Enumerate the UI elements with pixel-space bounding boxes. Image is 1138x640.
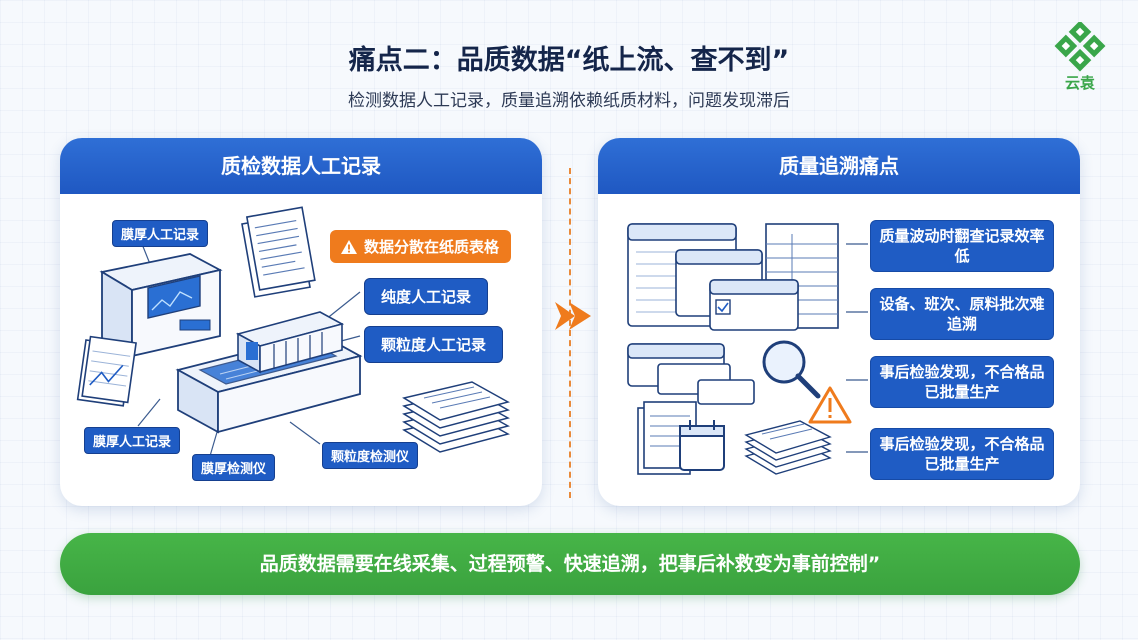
traceability-illustration: 质量波动时翻查记录效率低 设备、班次、原料批次难追溯 事后检验发现，不合格品已批… — [598, 194, 1080, 506]
calendar-icon — [679, 420, 725, 471]
film-thickness-instrument — [99, 253, 223, 358]
label-purity-record: 纯度人工记录 — [364, 278, 489, 315]
manual-record-illustration: 膜厚人工记录 数据分散在纸质表格 纯度人工记录 颗粒度人工记录 膜厚人工记录 膜… — [60, 194, 542, 506]
chevron-right-icon — [555, 302, 591, 330]
page-title: 痛点二：品质数据“纸上流、查不到” — [348, 45, 790, 76]
label-granularity-instrument: 颗粒度检测仪 — [322, 442, 419, 469]
label-film-record-top: 膜厚人工记录 — [112, 220, 209, 247]
clipboard-chart-icon — [76, 335, 137, 407]
label-granularity-record: 颗粒度人工记录 — [364, 326, 504, 363]
page-subtitle: 检测数据人工记录，质量追溯依赖纸质材料，问题发现滞后 — [348, 91, 790, 111]
paper-stack-icon — [744, 420, 832, 475]
pain-point-late-detection: 事后检验发现，不合格品已批量生产 — [870, 356, 1054, 408]
manual-record-panel-title: 质检数据人工记录 — [60, 138, 542, 194]
warning-icon — [808, 386, 852, 424]
granularity-instrument — [175, 311, 363, 434]
traceability-panel-title: 质量追溯痛点 — [598, 138, 1080, 194]
warning-paper-scattered: 数据分散在纸质表格 — [330, 230, 512, 263]
instrument-scene — [76, 206, 510, 457]
warning-text: 数据分散在纸质表格 — [364, 238, 500, 256]
warning-icon — [341, 239, 357, 254]
conclusion-banner: 品质数据需要在线采集、过程预警、快速追溯，把事后补救变为事前控制” — [60, 533, 1080, 595]
pain-point-late-detection-2: 事后检验发现，不合格品已批量生产 — [870, 428, 1054, 480]
manual-record-panel: 质检数据人工记录 — [60, 138, 542, 506]
label-film-instrument: 膜厚检测仪 — [192, 454, 276, 481]
logo-text: 云袁 — [1064, 74, 1095, 92]
paper-form-icon — [241, 206, 316, 298]
paper-stack-icon — [402, 381, 510, 453]
traceability-panel: 质量追溯痛点 — [598, 138, 1080, 506]
pain-point-low-efficiency: 质量波动时翻查记录效率低 — [870, 220, 1054, 272]
label-film-record-bottom: 膜厚人工记录 — [84, 427, 181, 454]
document-scene — [627, 223, 868, 475]
pain-point-hard-trace: 设备、班次、原料批次难追溯 — [870, 288, 1054, 340]
magnifier-icon — [762, 340, 821, 399]
brand-logo: 云袁 — [1052, 20, 1108, 98]
logo-mark-icon — [1054, 20, 1106, 72]
panel-divider — [569, 168, 571, 498]
